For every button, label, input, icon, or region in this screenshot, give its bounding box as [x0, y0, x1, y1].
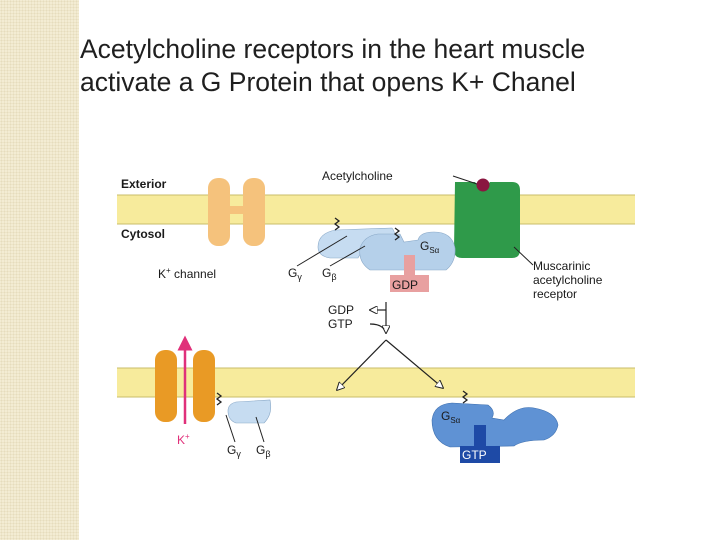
gdp-exchange-label: GDP: [328, 303, 354, 317]
gtp-bound-label: GTP: [462, 448, 487, 462]
receptor-label-line-3: receptor: [533, 287, 577, 301]
acetylcholine-label: Acetylcholine: [322, 169, 393, 183]
gdp-bound-box: [404, 255, 415, 278]
muscarinic-receptor: [454, 182, 520, 258]
title-line-2: activate a G Protein that opens K+ Chane…: [80, 67, 576, 97]
decorative-left-strip: [0, 0, 79, 540]
title-line-1: Acetylcholine receptors in the heart mus…: [80, 34, 586, 64]
top-membrane: [117, 195, 635, 224]
gdp-bound-label: GDP: [392, 278, 418, 292]
g-gamma-bottom-label: Gγ: [227, 443, 241, 459]
g-protein-inactive: [317, 227, 456, 271]
k-channel-label: K+ channel: [158, 266, 216, 281]
receptor-label-line-2: acetylcholine: [533, 273, 603, 287]
g-beta-top-label: Gβ: [322, 266, 337, 282]
slide-title: Acetylcholine receptors in the heart mus…: [80, 33, 710, 99]
k-channel-closed: [208, 178, 265, 246]
g-alpha-active: [431, 402, 559, 448]
acetylcholine-molecule: [476, 178, 490, 192]
g-alpha-top-label: GSα: [420, 239, 440, 255]
gtp-exchange-label: GTP: [328, 317, 353, 331]
gtp-bound-box: [474, 425, 486, 448]
g-alpha-bottom-label: GSα: [441, 409, 461, 425]
k-channel-open: [155, 350, 215, 422]
g-gamma-top-label: Gγ: [288, 266, 302, 282]
g-beta-gamma-free: [227, 399, 272, 424]
cytosol-label: Cytosol: [121, 227, 165, 241]
exterior-label: Exterior: [121, 177, 167, 191]
receptor-label-line-1: Muscarinic: [533, 259, 590, 273]
g-beta-bottom-label: Gβ: [256, 443, 271, 459]
k-ion-label: K+: [177, 432, 190, 447]
